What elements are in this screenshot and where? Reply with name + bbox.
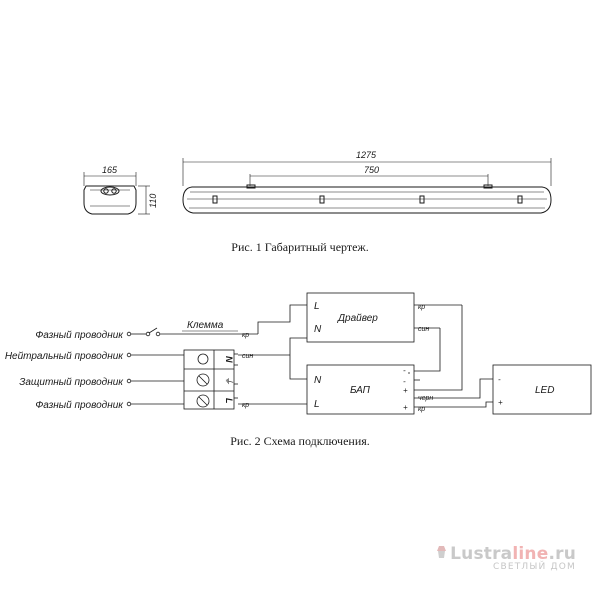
bap-title: БАП bbox=[350, 385, 371, 396]
bap-minus-2: - bbox=[403, 377, 406, 386]
wire-color-bottom-red: кр bbox=[242, 402, 249, 409]
driver-box bbox=[306, 292, 415, 343]
bap-box bbox=[306, 364, 415, 415]
bap-out-red: кр bbox=[418, 406, 425, 413]
front-view: 1275 750 bbox=[182, 150, 552, 214]
watermark: Lustraline.ru СВЕТЛЫЙ ДОМ bbox=[437, 544, 576, 572]
led-minus: - bbox=[498, 375, 501, 384]
dim-165-label: 165 bbox=[102, 165, 118, 175]
wire-label-neutral: Нейтральный проводник bbox=[5, 351, 124, 362]
phase-bottom-source-point bbox=[126, 401, 132, 407]
bap-out-black: черн bbox=[418, 395, 433, 402]
terminal-screw-ground bbox=[196, 373, 210, 387]
led-title: LED bbox=[535, 385, 554, 396]
wire-color-neutral-blue: син bbox=[242, 353, 253, 360]
wire-label-protective: Защитный проводник bbox=[19, 377, 124, 388]
driver-in-l: L bbox=[314, 301, 320, 312]
terminal-letter-ground: ⏚ bbox=[224, 376, 234, 385]
terminal-screw-n bbox=[197, 353, 209, 365]
bap-minus-1: - bbox=[403, 366, 406, 375]
terminal-letter-n: N bbox=[224, 356, 234, 363]
wiring-diagram bbox=[126, 292, 592, 415]
fig2-caption: Рис. 2 Схема подключения. bbox=[230, 434, 370, 448]
phase-top-source-point bbox=[126, 331, 132, 337]
protective-source-point bbox=[126, 378, 132, 384]
neutral-source-point bbox=[126, 352, 132, 358]
watermark-subtitle: СВЕТЛЫЙ ДОМ bbox=[492, 562, 576, 572]
led-box bbox=[492, 364, 592, 415]
side-view: 165 110 bbox=[83, 165, 158, 215]
switch-contact-right bbox=[155, 331, 161, 337]
bap-plus-1: + bbox=[403, 386, 408, 395]
dim-1275-label: 1275 bbox=[356, 150, 377, 160]
driver-out-blue: син bbox=[418, 326, 429, 333]
led-plus: + bbox=[498, 398, 503, 407]
wire-label-phase-top: Фазный проводник bbox=[35, 330, 124, 341]
driver-out-red: кр bbox=[418, 304, 425, 311]
driver-in-n: N bbox=[314, 324, 322, 335]
switch-contact-left bbox=[145, 331, 151, 337]
wire-color-top-red: кр bbox=[242, 332, 249, 339]
watermark-brand: Lustraline.ru bbox=[450, 544, 576, 564]
bap-plus-2: + bbox=[403, 403, 408, 412]
terminal-block bbox=[183, 349, 235, 410]
fig1-caption: Рис. 1 Габаритный чертеж. bbox=[231, 240, 369, 254]
bap-in-n: N bbox=[314, 375, 322, 386]
terminal-screw-l bbox=[196, 394, 210, 408]
lamp-icon bbox=[437, 546, 447, 558]
dim-750-label: 750 bbox=[364, 165, 379, 175]
terminal-letter-l: L bbox=[224, 398, 234, 404]
switch-lever bbox=[148, 327, 158, 334]
driver-title: Драйвер bbox=[337, 313, 378, 324]
klemma-label: Клемма bbox=[187, 320, 224, 331]
dim-110-label: 110 bbox=[148, 194, 158, 208]
bap-in-l: L bbox=[314, 399, 320, 410]
wire-label-phase-bottom: Фазный проводник bbox=[35, 400, 124, 411]
